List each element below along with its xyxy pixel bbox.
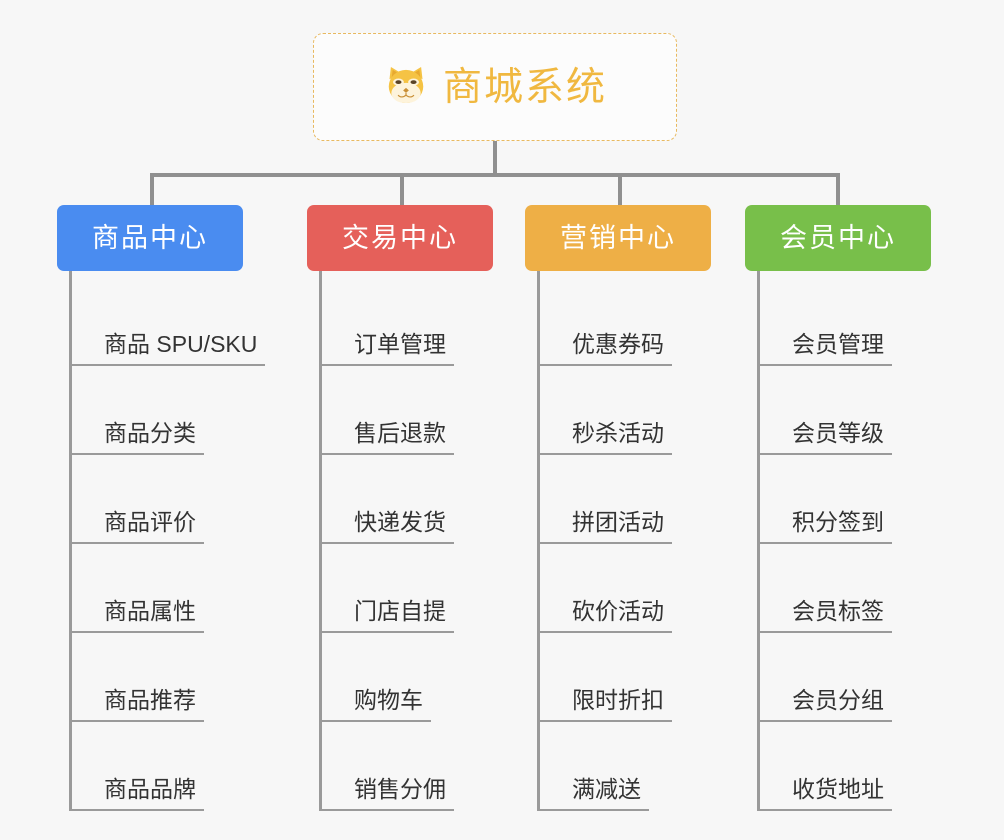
leaf-label: 商品 SPU/SKU	[104, 331, 258, 358]
leaf-label: 购物车	[354, 687, 423, 714]
branch-trade-center: 交易中心 订单管理 售后退款 快递发货 门店自提 购物车 销售分佣	[307, 205, 497, 811]
list-item[interactable]: 快递发货	[322, 455, 497, 544]
list-item[interactable]: 收货地址	[760, 722, 935, 811]
leaf-label: 商品分类	[104, 420, 196, 447]
leaf-label: 快递发货	[354, 509, 446, 536]
connector-drop-3	[618, 173, 622, 207]
category-box-marketing-center[interactable]: 营销中心	[525, 205, 711, 271]
connector-drop-2	[400, 173, 404, 207]
list-item[interactable]: 会员标签	[760, 544, 935, 633]
list-item[interactable]: 优惠券码	[540, 277, 715, 366]
list-item[interactable]: 限时折扣	[540, 633, 715, 722]
category-label: 商品中心	[92, 222, 208, 253]
category-label: 交易中心	[342, 222, 458, 253]
list-item[interactable]: 秒杀活动	[540, 366, 715, 455]
leaf-label: 会员分组	[792, 687, 884, 714]
leaf-label: 积分签到	[792, 509, 884, 536]
list-item[interactable]: 砍价活动	[540, 544, 715, 633]
leaf-label: 秒杀活动	[572, 420, 664, 447]
leaf-label: 商品推荐	[104, 687, 196, 714]
list-item[interactable]: 积分签到	[760, 455, 935, 544]
list-item[interactable]: 会员等级	[760, 366, 935, 455]
list-item[interactable]: 商品评价	[72, 455, 247, 544]
list-item[interactable]: 销售分佣	[322, 722, 497, 811]
category-box-trade-center[interactable]: 交易中心	[307, 205, 493, 271]
list-item[interactable]: 商品推荐	[72, 633, 247, 722]
leaf-label: 会员管理	[792, 331, 884, 358]
leaf-list-marketing-center: 优惠券码 秒杀活动 拼团活动 砍价活动 限时折扣 满减送	[537, 271, 715, 811]
leaf-label: 订单管理	[354, 331, 446, 358]
list-item[interactable]: 满减送	[540, 722, 715, 811]
root-title: 商城系统	[442, 65, 607, 109]
category-label: 会员中心	[780, 222, 896, 253]
leaf-label: 满减送	[572, 776, 641, 803]
leaf-label: 会员标签	[792, 598, 884, 625]
connector-horizontal-bus	[150, 173, 840, 177]
list-item[interactable]: 购物车	[322, 633, 497, 722]
leaf-label: 商品属性	[104, 598, 196, 625]
connector-root-stem	[493, 141, 497, 177]
list-item[interactable]: 商品品牌	[72, 722, 247, 811]
leaf-label: 商品品牌	[104, 776, 196, 803]
category-box-member-center[interactable]: 会员中心	[745, 205, 931, 271]
leaf-list-product-center: 商品 SPU/SKU 商品分类 商品评价 商品属性 商品推荐 商品品牌	[69, 271, 266, 811]
leaf-label: 销售分佣	[354, 776, 446, 803]
category-box-product-center[interactable]: 商品中心	[57, 205, 243, 271]
list-item[interactable]: 会员分组	[760, 633, 935, 722]
root-node[interactable]: 商城系统	[313, 33, 677, 141]
leaf-label: 优惠券码	[572, 331, 664, 358]
list-item[interactable]: 商品属性	[72, 544, 247, 633]
list-item[interactable]: 会员管理	[760, 277, 935, 366]
leaf-label: 收货地址	[792, 776, 884, 803]
leaf-label: 门店自提	[354, 598, 446, 625]
list-item[interactable]: 售后退款	[322, 366, 497, 455]
list-item[interactable]: 商品 SPU/SKU	[72, 277, 266, 366]
list-item[interactable]: 拼团活动	[540, 455, 715, 544]
leaf-label: 商品评价	[104, 509, 196, 536]
leaf-list-member-center: 会员管理 会员等级 积分签到 会员标签 会员分组 收货地址	[757, 271, 935, 811]
branch-product-center: 商品中心 商品 SPU/SKU 商品分类 商品评价 商品属性 商品推荐 商品品牌	[57, 205, 266, 811]
leaf-label: 拼团活动	[572, 509, 664, 536]
leaf-label: 售后退款	[354, 420, 446, 447]
branch-marketing-center: 营销中心 优惠券码 秒杀活动 拼团活动 砍价活动 限时折扣 满减送	[525, 205, 715, 811]
leaf-label: 砍价活动	[572, 598, 664, 625]
list-item[interactable]: 商品分类	[72, 366, 247, 455]
leaf-label: 限时折扣	[572, 687, 664, 714]
category-label: 营销中心	[560, 222, 676, 253]
leaf-label: 会员等级	[792, 420, 884, 447]
connector-drop-1	[150, 173, 154, 207]
list-item[interactable]: 门店自提	[322, 544, 497, 633]
branch-member-center: 会员中心 会员管理 会员等级 积分签到 会员标签 会员分组 收货地址	[745, 205, 935, 811]
shiba-dog-icon	[383, 62, 429, 113]
list-item[interactable]: 订单管理	[322, 277, 497, 366]
connector-drop-4	[836, 173, 840, 207]
leaf-list-trade-center: 订单管理 售后退款 快递发货 门店自提 购物车 销售分佣	[319, 271, 497, 811]
